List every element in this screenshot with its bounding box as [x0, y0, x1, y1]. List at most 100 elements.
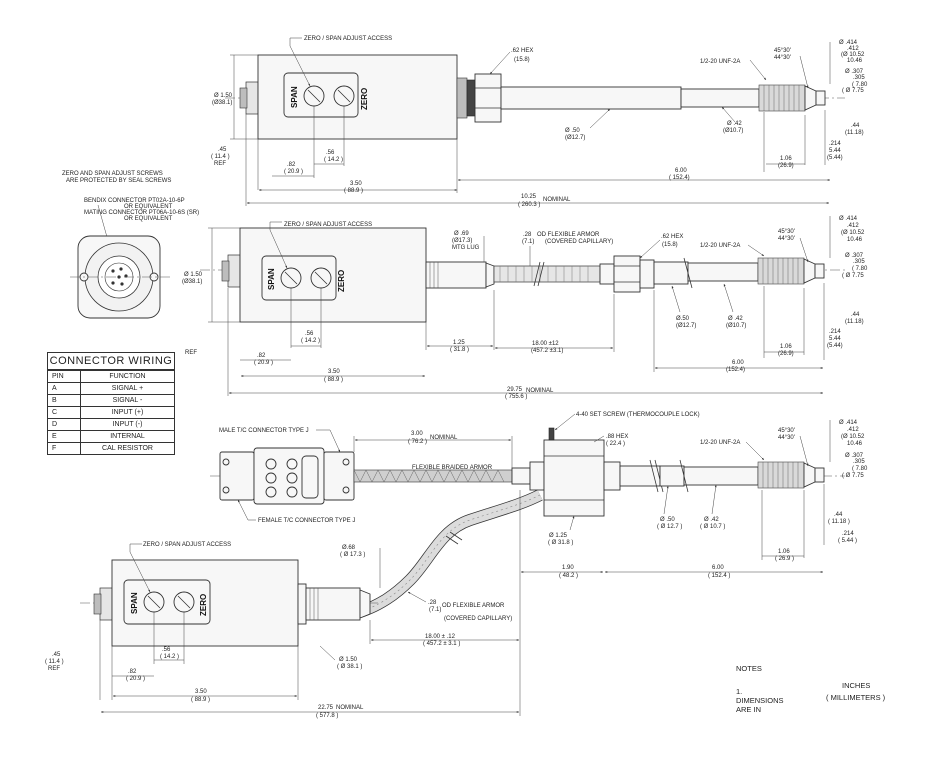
svg-text:ZERO / SPAN ADJUST ACCESS: ZERO / SPAN ADJUST ACCESS [284, 222, 372, 228]
svg-text:( Ø 31.8 ): ( Ø 31.8 ) [548, 540, 573, 546]
svg-text:1/2-20 UNF-2A: 1/2-20 UNF-2A [700, 243, 740, 249]
svg-text:(COVERED CAPILLARY): (COVERED CAPILLARY) [444, 616, 512, 622]
top-zero-span-access-label: ZERO / SPAN ADJUST ACCESS [304, 36, 392, 42]
svg-text:Ø .50: Ø .50 [565, 128, 580, 134]
middle-assembly-view: SPAN ZERO [182, 216, 868, 400]
svg-text:( Ø 10.7 ): ( Ø 10.7 ) [700, 524, 725, 530]
svg-text:10.46: 10.46 [847, 58, 863, 64]
svg-text:( 48.2 ): ( 48.2 ) [559, 573, 578, 579]
svg-text:(7.1): (7.1) [429, 607, 441, 613]
svg-text:Ø .42: Ø .42 [704, 517, 719, 523]
svg-text:.44: .44 [851, 312, 860, 318]
svg-text:.82: .82 [287, 162, 296, 168]
svg-text:( 88.9 ): ( 88.9 ) [344, 188, 363, 194]
svg-text:(11.18): (11.18) [845, 130, 864, 136]
drawing-notes: NOTES 1. DIMENSIONS ARE IN INCHES ( MILL… [736, 664, 885, 714]
svg-text:( 22.4 ): ( 22.4 ) [606, 441, 625, 447]
svg-text:29.75: 29.75 [507, 387, 523, 393]
svg-text:( 11.18 ): ( 11.18 ) [828, 519, 850, 525]
svg-text:ZERO: ZERO [199, 594, 208, 616]
svg-text:( 152.4 ): ( 152.4 ) [708, 573, 730, 579]
svg-text:SPAN: SPAN [130, 592, 139, 614]
svg-text:(COVERED CAPILLARY): (COVERED CAPILLARY) [545, 239, 613, 245]
svg-text:3.50: 3.50 [328, 369, 340, 375]
svg-text:( Ø 12.7 ): ( Ø 12.7 ) [657, 524, 682, 530]
svg-text:6.00: 6.00 [732, 360, 744, 366]
svg-text:( 457.2 ± 3.1 ): ( 457.2 ± 3.1 ) [423, 641, 460, 647]
svg-text:REF: REF [214, 161, 226, 167]
svg-text:.56: .56 [162, 647, 171, 653]
svg-text:( 31.8 ): ( 31.8 ) [450, 347, 469, 353]
lower-transmitter-view: SPAN ZERO ZERO / SPAN ADJUST ACCESS Ø.68… [45, 542, 521, 719]
svg-text:(Ø 10.52: (Ø 10.52 [841, 52, 865, 58]
svg-text:22.75: 22.75 [318, 705, 334, 711]
function-header: FUNCTION [80, 370, 174, 383]
svg-text:Ø 1.50: Ø 1.50 [184, 272, 203, 278]
svg-text:( 7.80: ( 7.80 [852, 82, 868, 88]
svg-text:1/2-20 UNF-2A: 1/2-20 UNF-2A [700, 59, 740, 65]
svg-text:.44: .44 [851, 123, 860, 129]
svg-text:MTG LUG: MTG LUG [452, 245, 480, 251]
svg-text:( 20.9 ): ( 20.9 ) [126, 676, 145, 682]
svg-text:.82: .82 [128, 669, 137, 675]
svg-text:( 577.8 ): ( 577.8 ) [316, 713, 338, 719]
svg-text:(26.9): (26.9) [778, 351, 794, 357]
svg-text:(11.18): (11.18) [845, 319, 864, 325]
svg-text:4-40 SET SCREW (THERMOCOUPLE L: 4-40 SET SCREW (THERMOCOUPLE LOCK) [576, 412, 700, 418]
svg-text:.82: .82 [257, 353, 266, 359]
svg-text:( 14.2 ): ( 14.2 ) [324, 157, 343, 163]
svg-text:OR EQUIVALENT: OR EQUIVALENT [124, 204, 173, 210]
svg-text:(Ø10.7): (Ø10.7) [726, 323, 746, 329]
svg-text:( 152.4): ( 152.4) [669, 175, 690, 181]
svg-text:5.44: 5.44 [829, 148, 841, 154]
svg-text:( 755.6 ): ( 755.6 ) [505, 394, 527, 400]
svg-text:( Ø 38.1 ): ( Ø 38.1 ) [337, 664, 362, 670]
svg-text:5.44: 5.44 [829, 336, 841, 342]
top-span-label: SPAN [290, 86, 299, 108]
svg-text:.44: .44 [834, 512, 843, 518]
svg-text:OD FLEXIBLE ARMOR: OD FLEXIBLE ARMOR [442, 603, 505, 609]
svg-text:18.00 ±12: 18.00 ±12 [532, 341, 559, 347]
svg-text:.56: .56 [326, 150, 335, 156]
svg-text:( 88.9 ): ( 88.9 ) [191, 697, 210, 703]
svg-text:(Ø10.7): (Ø10.7) [723, 128, 743, 134]
svg-text:( 5.44 ): ( 5.44 ) [838, 538, 857, 544]
svg-text:( 14.2 ): ( 14.2 ) [301, 338, 320, 344]
svg-text:Ø .307: Ø .307 [845, 253, 864, 259]
svg-text:(152.4): (152.4) [726, 367, 745, 373]
svg-text:.28: .28 [523, 232, 532, 238]
svg-text:(Ø38.1): (Ø38.1) [212, 100, 232, 106]
svg-text:Ø 1.50: Ø 1.50 [339, 657, 358, 663]
svg-text:NOMINAL: NOMINAL [430, 435, 458, 441]
svg-text:Ø .414: Ø .414 [839, 40, 858, 46]
notes-title: NOTES [736, 664, 762, 673]
svg-text:MATING CONNECTOR PT06A-10-6S: MATING CONNECTOR PT06A-10-6S (SR) [84, 210, 199, 216]
bottom-thermocouple-view: MALE T/C CONNECTOR TYPE J FEMALE T/C CON… [210, 412, 868, 618]
svg-text:( 7.80: ( 7.80 [852, 466, 868, 472]
svg-text:REF: REF [48, 666, 60, 672]
notes-unit-mm: ( MILLIMETERS ) [826, 693, 886, 702]
svg-text:1.25: 1.25 [453, 340, 465, 346]
female-tc-connector [323, 451, 355, 501]
svg-text:( 14.2 ): ( 14.2 ) [160, 654, 179, 660]
svg-text:.305: .305 [853, 75, 865, 81]
seal-note-line2: ARE PROTECTED BY SEAL SCREWS [66, 178, 171, 184]
svg-text:3.00: 3.00 [411, 431, 423, 437]
svg-text:( 76.2 ): ( 76.2 ) [408, 439, 427, 445]
svg-text:(5.44): (5.44) [827, 343, 843, 349]
svg-text:( Ø 7.75: ( Ø 7.75 [842, 273, 864, 279]
svg-text:(Ø38.1): (Ø38.1) [182, 279, 202, 285]
svg-text:6.00: 6.00 [712, 565, 724, 571]
svg-text:1.90: 1.90 [562, 565, 574, 571]
bottom-hex-housing [543, 439, 605, 517]
pin-header: PIN [48, 370, 81, 383]
table-header-row: PIN FUNCTION [48, 370, 174, 383]
connector-wiring-title: CONNECTOR WIRING [48, 353, 174, 370]
svg-text:Ø .307: Ø .307 [845, 453, 864, 459]
